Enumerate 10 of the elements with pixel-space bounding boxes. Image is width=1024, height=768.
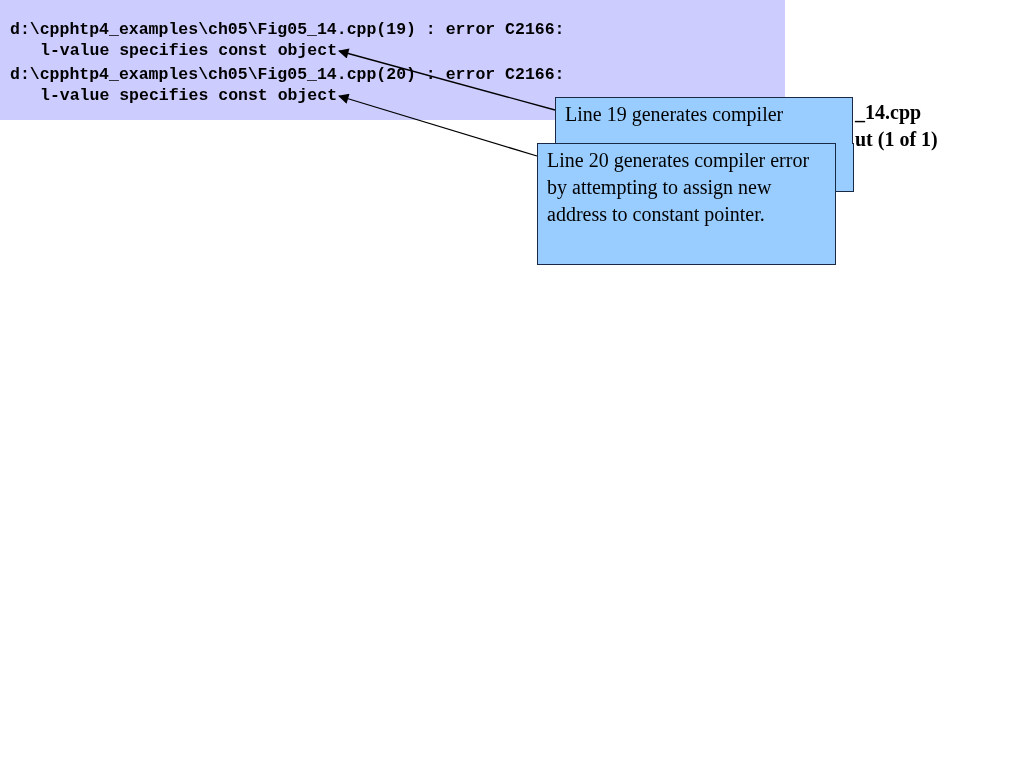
slide-title-fragment: ut (1 of 1) bbox=[855, 128, 938, 151]
callout-box: Line 20 generates compiler error by attempting to assign new address to constant pointer. bbox=[537, 143, 836, 265]
slide-title-fragment: _14.cpp bbox=[855, 101, 922, 124]
error-message: l-value specifies const object bbox=[40, 41, 338, 61]
error-message: l-value specifies const object bbox=[40, 86, 338, 106]
arrow bbox=[338, 48, 556, 111]
callout-box: Line 19 generates compiler bbox=[555, 97, 853, 144]
error-message: d:\cpphtp4_examples\ch05\Fig05_14.cpp(19) : error C2166: bbox=[10, 20, 565, 40]
arrow bbox=[338, 93, 538, 157]
error-message: d:\cpphtp4_examples\ch05\Fig05_14.cpp(20) : error C2166: bbox=[10, 65, 565, 85]
